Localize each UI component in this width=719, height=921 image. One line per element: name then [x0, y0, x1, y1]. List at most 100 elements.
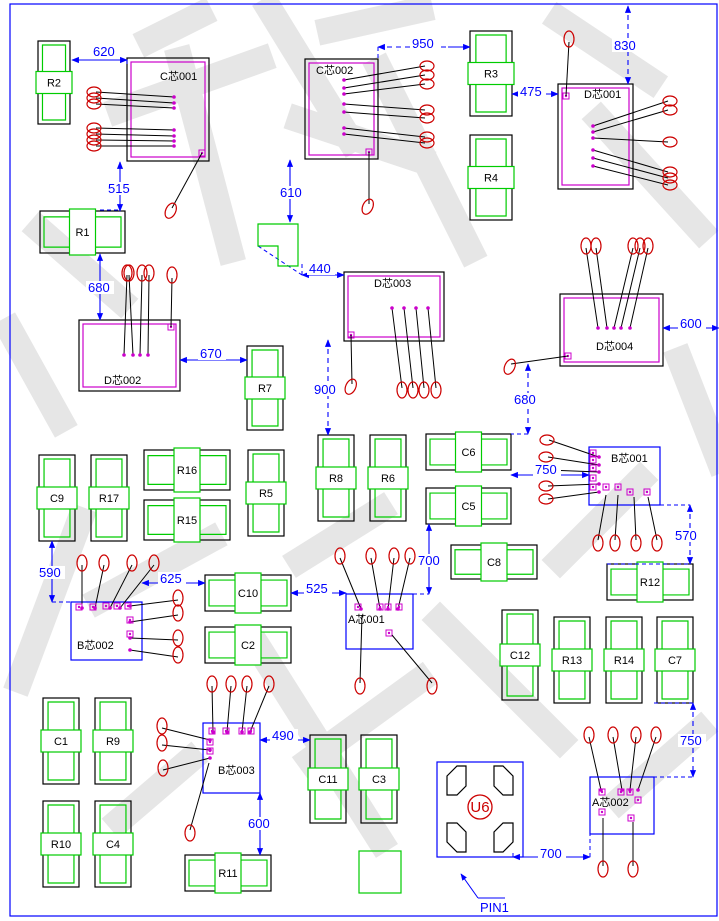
dimension-d475: 475 [511, 84, 559, 99]
dimension-d750a: 750 [510, 462, 590, 479]
dimension-label: 610 [280, 185, 302, 200]
component-label: C6 [461, 447, 475, 459]
dimension-label: 490 [272, 728, 294, 743]
u6-marker [467, 794, 493, 820]
dimension-d620: 620 [71, 44, 128, 64]
chip-c002: C芯002 [304, 58, 435, 215]
dimension-label: 670 [200, 346, 222, 361]
dimension-d700a: 700 [416, 523, 444, 595]
component-label: R3 [484, 69, 498, 81]
dimension-label: 680 [88, 280, 110, 295]
dimension-label: 525 [306, 581, 328, 596]
component-label: R13 [562, 655, 582, 667]
component-c4: C4 [92, 800, 134, 888]
dimension-d600a: 600 [662, 316, 719, 332]
dimension-label: 440 [309, 261, 331, 276]
pin1-label: PIN1 [480, 900, 509, 915]
component-label: R10 [51, 839, 71, 851]
component-r5: R5 [245, 449, 287, 537]
component-c7: C7 [654, 616, 696, 704]
component-r2: R2 [35, 40, 73, 125]
dimension-d950: 950 [377, 36, 471, 51]
dimension-d440: 440 [301, 261, 345, 279]
component-label: C3 [372, 774, 386, 786]
component-c12: C12 [499, 609, 541, 701]
dimension-label: 625 [160, 571, 182, 586]
component-label: C4 [106, 839, 120, 851]
dimension-label: 950 [412, 36, 434, 51]
dimension-d700b: 700 [512, 846, 591, 861]
dimension-d590: 590 [37, 540, 65, 603]
chip-label: A芯001 [348, 612, 385, 626]
component-label: C10 [238, 588, 258, 600]
component-r17: R17 [88, 454, 130, 542]
dimension-label: 475 [520, 84, 542, 99]
chip-label: B芯001 [611, 451, 648, 465]
component-r10: R10 [40, 800, 82, 888]
dimension-d570: 570 [673, 504, 701, 565]
component-c3: C3 [358, 734, 400, 824]
dimension-d600b: 600 [246, 792, 274, 856]
dimension-label: 700 [540, 846, 562, 861]
component-label: R17 [99, 493, 119, 505]
dimension-d680b: 680 [512, 363, 540, 435]
chip-label: A芯002 [592, 795, 629, 809]
component-c9: C9 [36, 454, 78, 542]
component-label: C7 [668, 655, 682, 667]
spare-pad [358, 850, 402, 894]
dimension-d670: 670 [179, 346, 248, 364]
chip-b003: B芯003 [156, 675, 275, 842]
component-label: R15 [177, 515, 197, 527]
dimension-d680a: 680 [86, 253, 114, 321]
component-c5: C5 [425, 485, 512, 527]
pin1-pointer [460, 873, 479, 899]
component-r15: R15 [143, 497, 231, 543]
chip-d001: D芯001 [557, 30, 678, 191]
chip-b002: B芯002 [70, 554, 184, 664]
component-label: C2 [241, 640, 255, 652]
component-label: R11 [218, 868, 237, 880]
component-r9: R9 [92, 697, 134, 785]
component-r8: R8 [315, 434, 357, 522]
dimension-d830: 830 [612, 5, 640, 85]
dimension-d490: 490 [259, 728, 311, 744]
dimension-label: 515 [108, 181, 130, 196]
component-label: R8 [329, 473, 343, 485]
component-label: R6 [381, 473, 395, 485]
dimension-label: 600 [680, 316, 702, 331]
component-r1: R1 [39, 208, 126, 256]
component-c2: C2 [204, 624, 292, 666]
chip-a001: A芯001 [334, 547, 438, 695]
component-c10: C10 [204, 572, 292, 614]
component-label: R5 [259, 488, 273, 500]
component-r11: R11 [184, 852, 272, 894]
chip-d004: D芯004 [503, 237, 664, 375]
dimension-d625: 625 [141, 571, 206, 587]
dimension-label: 750 [680, 733, 702, 748]
component-label: C5 [461, 501, 475, 513]
component-c6: C6 [425, 431, 512, 473]
dimension-label: 570 [675, 528, 697, 543]
chip-label: C芯001 [160, 69, 197, 83]
dimension-label: 590 [39, 565, 61, 580]
component-label: C8 [487, 557, 501, 569]
component-label: C11 [318, 774, 337, 786]
component-r6: R6 [367, 434, 409, 522]
component-r13: R13 [551, 616, 593, 704]
dimension-label: 700 [418, 553, 440, 568]
dimension-label: 750 [535, 462, 557, 477]
dimension-layer: 620 950 830 475 515 610 440 680 670 600 900 680 750 5… [37, 5, 719, 861]
component-r14: R14 [603, 616, 645, 704]
component-label: R1 [75, 227, 89, 239]
l-shaped-pad [257, 223, 299, 267]
chip-a002: A芯002 [583, 726, 662, 878]
dimension-label: 900 [314, 382, 336, 397]
chip-label: B芯002 [77, 638, 114, 652]
component-label: C1 [54, 736, 68, 748]
component-label: R12 [640, 577, 660, 589]
component-r16: R16 [143, 447, 231, 493]
component-r12: R12 [606, 561, 694, 603]
chip-label: D芯003 [374, 276, 411, 290]
